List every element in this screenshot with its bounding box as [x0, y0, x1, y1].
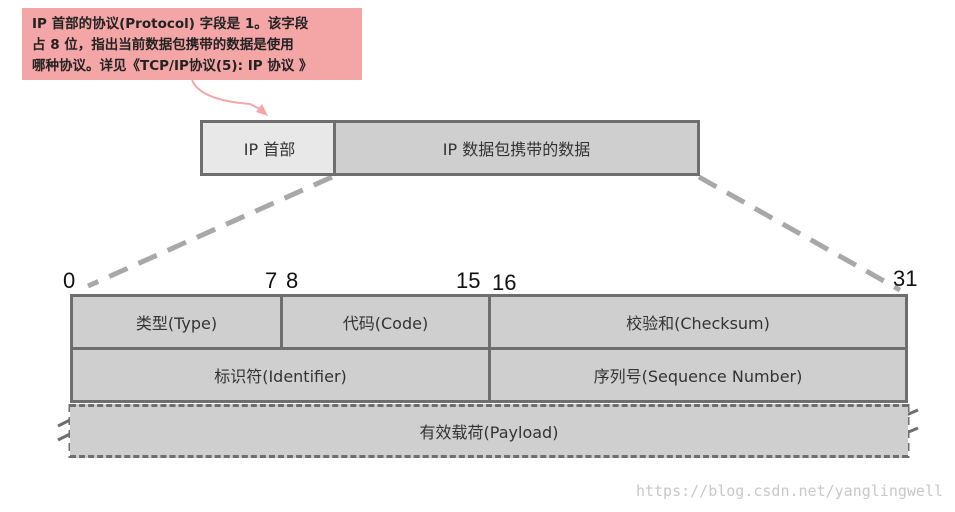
note-line-3: 哪种协议。详见《TCP/IP协议(5): IP 协议 》: [32, 58, 313, 74]
ip-data-box: IP 数据包携带的数据: [333, 120, 700, 176]
bit-label-15: 15: [456, 268, 481, 293]
field-type: 类型(Type): [70, 294, 283, 350]
bit-label-0: 0: [63, 268, 76, 293]
zoom-line-left: [86, 174, 334, 289]
field-payload: 有效载荷(Payload): [70, 404, 908, 458]
zoom-line-right: [697, 174, 902, 293]
ip-header-box: IP 首部: [200, 120, 336, 176]
bit-label-16: 16: [492, 270, 517, 295]
bit-label-7: 7: [265, 268, 278, 293]
field-sequence: 序列号(Sequence Number): [488, 347, 908, 403]
ip-header-label: IP 首部: [243, 140, 296, 159]
field-payload-label: 有效载荷(Payload): [419, 423, 559, 442]
field-code-label: 代码(Code): [342, 314, 429, 333]
note-line-2: 占 8 位，指出当前数据包携带的数据是使用: [32, 37, 294, 53]
field-checksum-label: 校验和(Checksum): [626, 314, 770, 333]
ip-data-label: IP 数据包携带的数据: [442, 140, 591, 159]
note-line-1: IP 首部的协议(Protocol) 字段是 1。该字段: [32, 16, 309, 32]
field-code: 代码(Code): [280, 294, 491, 350]
field-type-label: 类型(Type): [135, 314, 218, 333]
bit-label-31: 31: [893, 266, 918, 291]
watermark: https://blog.csdn.net/yanglingwell: [635, 482, 943, 500]
field-checksum: 校验和(Checksum): [488, 294, 908, 350]
bit-label-8: 8: [286, 268, 299, 293]
field-sequence-label: 序列号(Sequence Number): [593, 367, 803, 386]
callout-arrowhead: [256, 104, 268, 116]
field-identifier: 标识符(Identifier): [70, 347, 491, 403]
field-identifier-label: 标识符(Identifier): [214, 367, 347, 386]
protocol-field-note: IP 首部的协议(Protocol) 字段是 1。该字段 占 8 位，指出当前数…: [22, 8, 362, 80]
callout-arrow: [191, 79, 263, 111]
